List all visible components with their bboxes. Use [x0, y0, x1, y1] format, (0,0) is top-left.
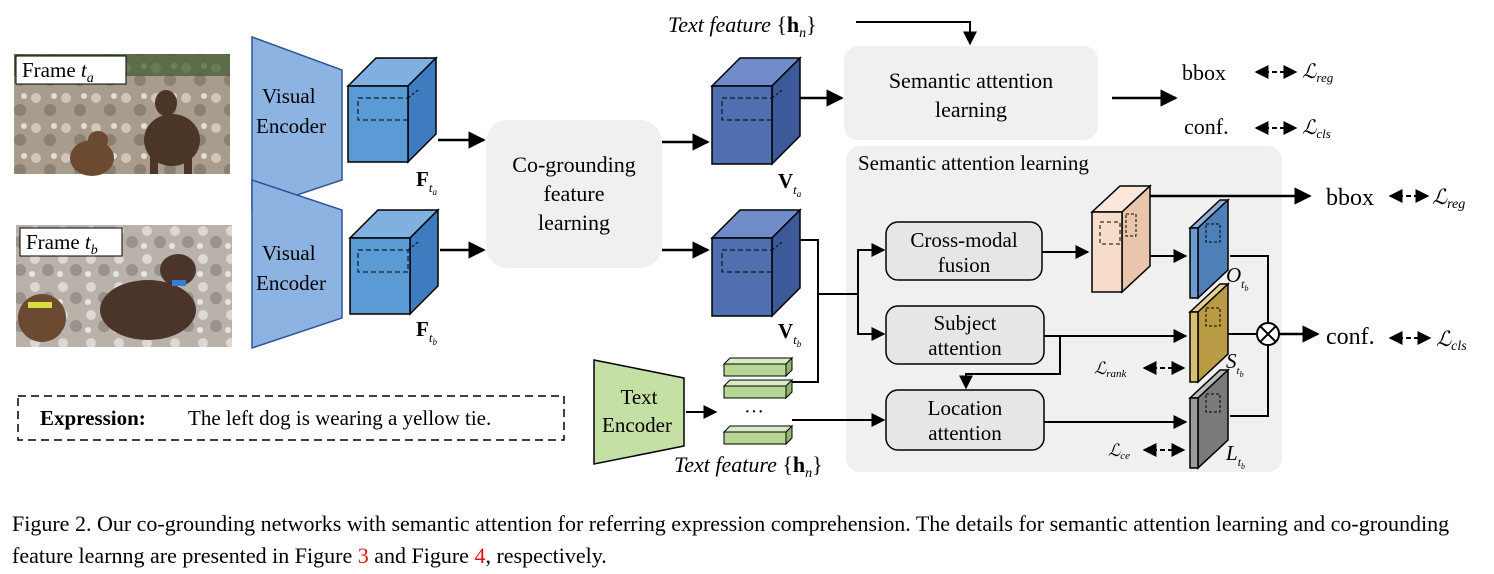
fusion-cube — [1090, 184, 1152, 294]
panel-title: Semantic attention learning — [858, 151, 1089, 175]
feature-cube-F-a: Fta — [346, 56, 438, 197]
F-b-label: Ftb — [416, 317, 437, 347]
svg-text:Stb: Stb — [1226, 349, 1244, 379]
feature-cube-V-a: Vta — [710, 56, 802, 199]
F-a-label: Fta — [416, 167, 437, 197]
semantic-attention-top: Semantic attention learning — [844, 46, 1098, 140]
svg-text:learning: learning — [935, 97, 1007, 122]
S-attention-map: Stb — [1188, 282, 1244, 384]
loss-cls-top: ℒcls — [1302, 117, 1331, 141]
figure-4-link[interactable]: 4 — [474, 543, 486, 568]
svg-text:Subject: Subject — [934, 311, 997, 335]
svg-text:Encoder: Encoder — [602, 413, 672, 437]
loss-reg-top: ℒreg — [1302, 61, 1334, 85]
text-encoder: Text Encoder — [593, 359, 685, 465]
frame-a-label: Frame ta — [22, 58, 94, 86]
subject-attention-module: Subject attention — [885, 305, 1045, 365]
co-grounding-module: Co-grounding feature learning — [486, 120, 662, 268]
svg-text:Co-grounding: Co-grounding — [512, 152, 635, 177]
svg-text:Semantic attention: Semantic attention — [889, 68, 1053, 93]
location-attention-module: Location attention — [885, 389, 1045, 451]
svg-text:learning: learning — [538, 210, 610, 235]
expression-box: Expression: The left dog is wearing a ye… — [17, 395, 565, 441]
dog-icon — [100, 280, 196, 340]
L-attention-map: Ltb — [1188, 368, 1245, 471]
svg-text:Visual: Visual — [262, 241, 316, 265]
svg-text:Cross-modal: Cross-modal — [910, 228, 1017, 252]
svg-text:Text: Text — [620, 385, 657, 409]
conf-top: conf. — [1184, 114, 1229, 139]
text-feature-vectors: ··· — [722, 356, 794, 446]
visual-encoder-a: Visual Encoder — [251, 35, 343, 212]
visual-encoder-b: Visual Encoder — [251, 178, 343, 350]
V-a-label: Vta — [778, 169, 802, 199]
svg-text:fusion: fusion — [938, 253, 991, 277]
conf-right: conf. — [1326, 324, 1375, 350]
frame-a-image: Frame ta — [14, 54, 230, 176]
cross-modal-fusion-module: Cross-modal fusion — [885, 221, 1043, 281]
bbox-right: bbox — [1326, 185, 1374, 211]
svg-text:Expression:: Expression: — [40, 406, 146, 430]
bbox-top: bbox — [1182, 60, 1226, 85]
loss-rank: ℒrank — [1094, 359, 1128, 380]
feature-cube-V-b: Vtb — [710, 208, 802, 349]
svg-text:attention: attention — [928, 421, 1002, 445]
svg-text:The left dog is wearing a yell: The left dog is wearing a yellow tie. — [188, 406, 491, 430]
text-feature-bottom: Text feature {hn} — [674, 452, 823, 481]
svg-text:Location: Location — [928, 396, 1003, 420]
svg-text:Ltb: Ltb — [1225, 441, 1245, 471]
figure-3-link[interactable]: 3 — [357, 543, 369, 568]
svg-text:feature: feature — [543, 181, 604, 206]
svg-text:Otb: Otb — [1226, 263, 1249, 293]
loss-reg-right: ℒreg — [1432, 185, 1465, 212]
O-attention-map: Otb — [1188, 198, 1249, 300]
co-grounding-diagram: Frame ta Frame tb Visual Encoder Visual … — [14, 12, 1467, 481]
frame-b-image: Frame tb — [16, 225, 232, 347]
figure-caption: Figure 2. Our co-grounding networks with… — [12, 511, 1450, 568]
svg-text:Encoder: Encoder — [256, 271, 326, 295]
text-feature-top: Text feature {hn} — [668, 12, 817, 41]
svg-text:Visual: Visual — [262, 84, 316, 108]
frame-b-label: Frame tb — [26, 230, 98, 258]
svg-text:attention: attention — [928, 336, 1002, 360]
feature-cube-F-b: Ftb — [348, 208, 440, 347]
multiply-node — [1256, 322, 1280, 346]
svg-text:Encoder: Encoder — [256, 114, 326, 138]
V-b-label: Vtb — [778, 319, 802, 349]
svg-text:···: ··· — [744, 401, 764, 423]
loss-cls-right: ℒcls — [1436, 327, 1467, 354]
loss-ce: ℒce — [1108, 441, 1130, 462]
